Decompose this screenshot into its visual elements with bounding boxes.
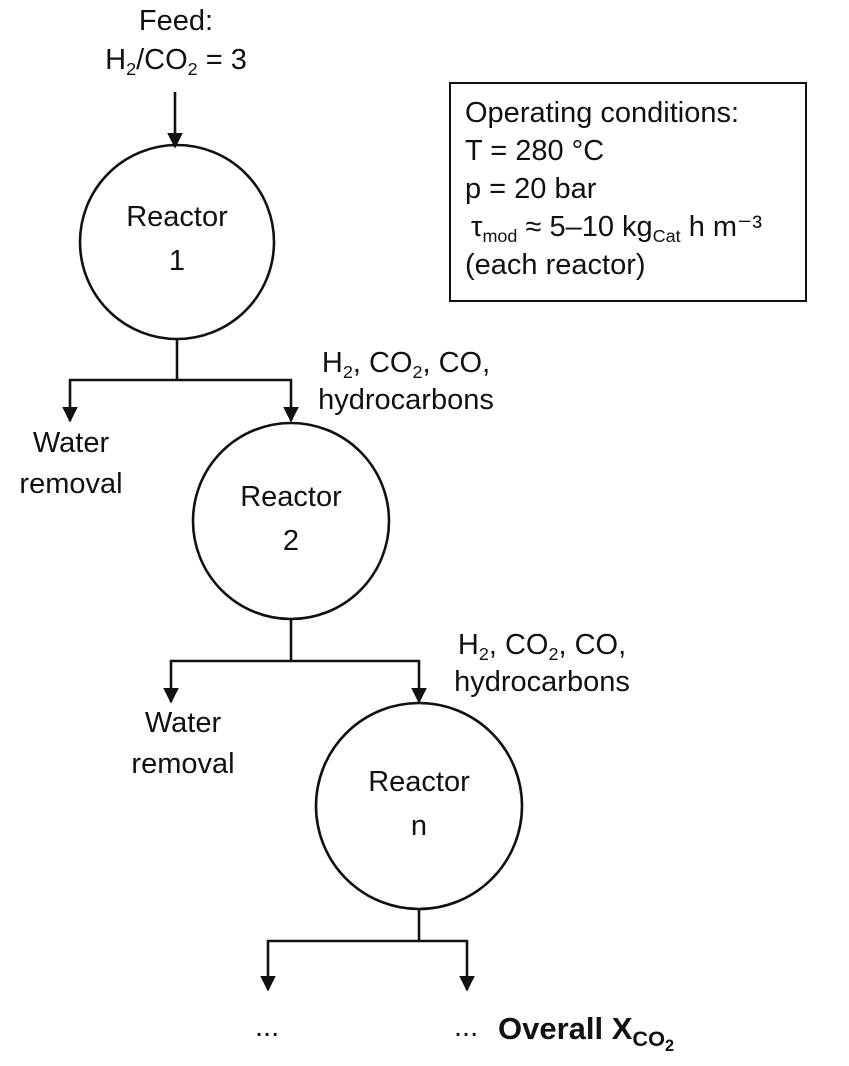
- stream-1-label: H2, CO2, CO, hydrocarbons: [318, 347, 494, 416]
- water-removal-2-label: Water removal: [131, 707, 235, 780]
- output-left-ellipsis: ...: [255, 1011, 280, 1043]
- conditions-temperature: T = 280 °C: [465, 135, 605, 167]
- conditions-note: (each reactor): [465, 249, 646, 281]
- reactor-1-label: Reactor 1: [126, 201, 228, 277]
- water-removal-1-label: Water removal: [19, 427, 123, 500]
- stream-2-label: H2, CO2, CO, hydrocarbons: [454, 629, 630, 698]
- feed-title: Feed:: [138, 5, 214, 37]
- reactor-n-label: Reactor n: [368, 766, 470, 842]
- conditions-title: Operating conditions:: [465, 97, 740, 129]
- conditions-pressure: p = 20 bar: [465, 173, 597, 205]
- conditions-residence-time: τmod ≈ 5–10 kgCat h m⁻³: [471, 211, 763, 246]
- operating-conditions-box: Operating conditions: T = 280 °C p = 20 …: [449, 82, 807, 302]
- feed-ratio: H2/CO2 = 3: [105, 43, 247, 79]
- reactor-2-label: Reactor 2: [240, 481, 342, 557]
- output-right-ellipsis: ...: [454, 1011, 479, 1043]
- overall-conversion-label: Overall XCO2: [498, 1011, 674, 1056]
- feed-label: Feed: H2/CO2 = 3: [76, 4, 276, 78]
